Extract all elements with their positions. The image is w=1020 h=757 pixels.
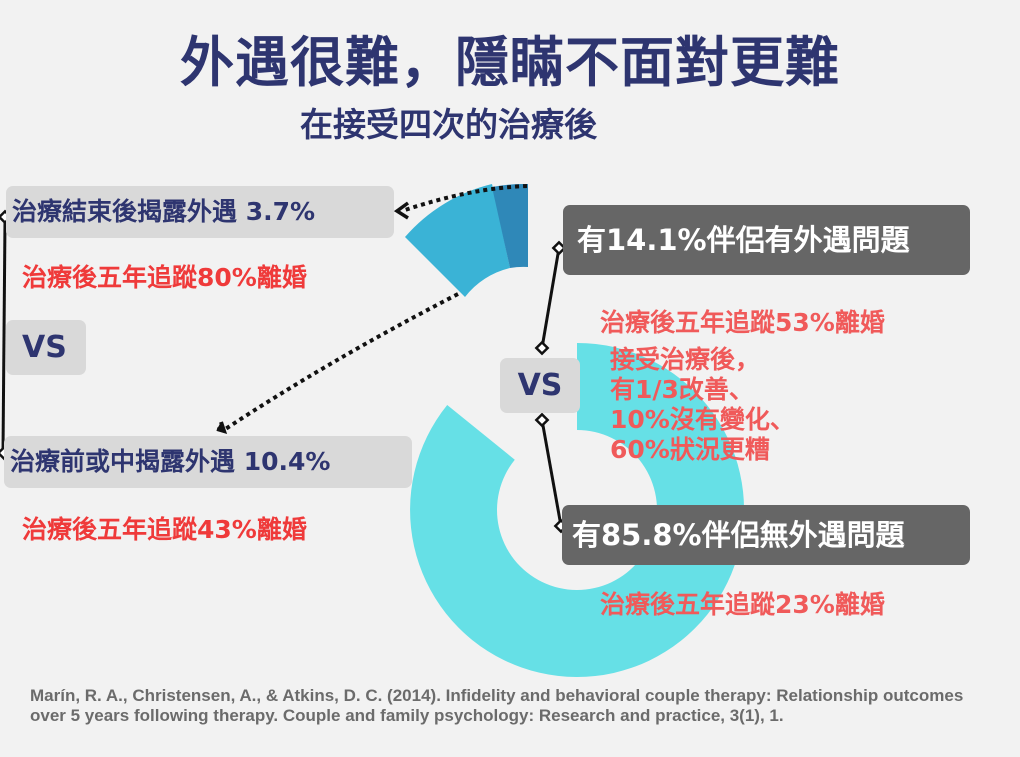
page-title: 外遇很難，隱瞞不面對更難 <box>180 31 840 94</box>
citation: Marín, R. A., Christensen, A., & Atkins,… <box>30 686 964 725</box>
right-connector-bottom <box>540 419 563 527</box>
right-connector-top <box>540 247 561 349</box>
label-with-affair: 有14.1%伴侶有外遇問題 <box>563 205 970 275</box>
outcome-disclosed-before: 治療後五年追蹤43%離婚 <box>22 515 307 544</box>
arrowhead-before <box>216 421 228 434</box>
left-connector <box>1 219 7 453</box>
page-subtitle: 在接受四次的治療後 <box>300 105 597 144</box>
arrow-to-after-label <box>401 184 528 213</box>
slice-affair-after <box>492 183 528 268</box>
arrow-to-before-label <box>222 292 459 432</box>
outcome-disclosed-after: 治療後五年追蹤80%離婚 <box>22 263 307 292</box>
slice-affair-before <box>405 184 510 297</box>
label-disclosed-before: 治療前或中揭露外遇 10.4% <box>4 436 412 488</box>
outcome-with-affair: 治療後五年追蹤53%離婚 <box>600 308 885 337</box>
vs-badge-right: VS <box>500 358 580 413</box>
label-disclosed-after: 治療結束後揭露外遇 3.7% <box>6 186 394 238</box>
slice-no-affair <box>410 342 745 677</box>
label-no-affair: 有85.8%伴侶無外遇問題 <box>562 505 970 565</box>
outcome-no-affair: 治療後五年追蹤23%離婚 <box>600 590 885 619</box>
vs-badge-left: VS <box>6 320 86 375</box>
after-therapy-details: 接受治療後， 有1/3改善、 10%沒有變化、 60%狀況更糟 <box>610 345 795 464</box>
arrowhead-after <box>393 201 410 220</box>
